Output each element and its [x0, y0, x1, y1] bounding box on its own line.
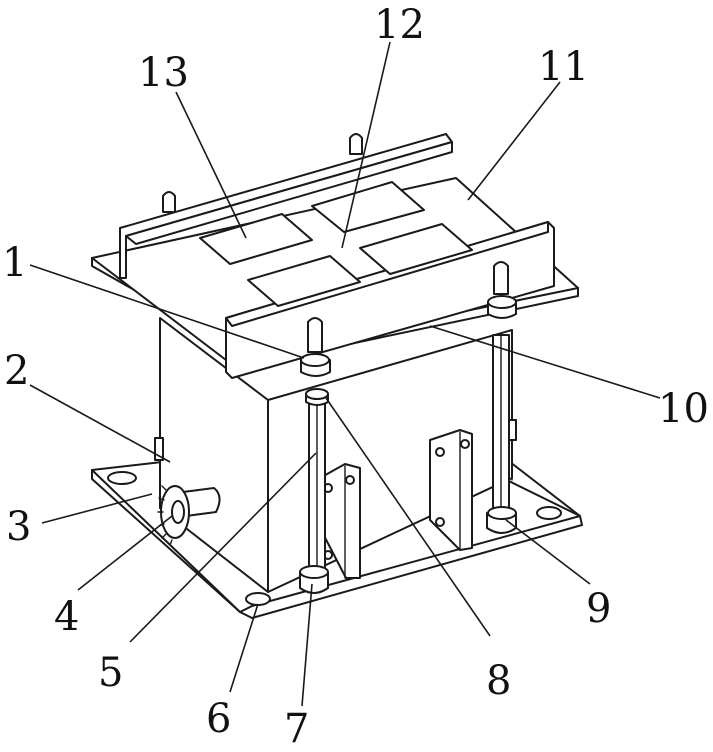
- callout-11: 11: [538, 44, 589, 90]
- callout-6: 6: [206, 696, 231, 742]
- callout-1: 1: [2, 240, 27, 286]
- mounting-hole: [246, 593, 270, 605]
- callout-12: 12: [374, 2, 425, 48]
- callout-5: 5: [98, 650, 123, 696]
- callout-8: 8: [486, 658, 511, 704]
- leader-2: [30, 385, 170, 462]
- leader-11: [468, 82, 560, 200]
- callout-2: 2: [4, 348, 29, 394]
- callout-4: 4: [54, 594, 79, 640]
- mounting-hole: [108, 472, 136, 484]
- mounting-hole: [537, 507, 561, 519]
- leader-6: [230, 604, 258, 692]
- callout-10: 10: [658, 386, 709, 432]
- callout-7: 7: [284, 706, 309, 752]
- callout-3: 3: [6, 504, 31, 550]
- callout-13: 13: [138, 50, 189, 96]
- callout-9: 9: [586, 586, 611, 632]
- leader-4: [78, 516, 172, 590]
- leader-lines: [30, 42, 660, 706]
